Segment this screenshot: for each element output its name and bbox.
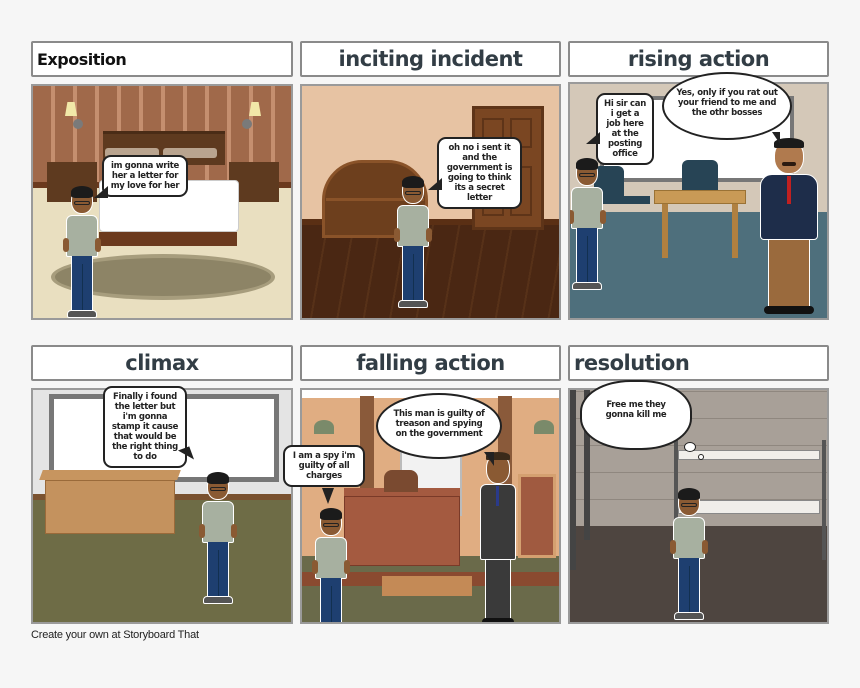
character-boy: [199, 472, 237, 604]
bench-top: [344, 488, 460, 496]
table-leg: [732, 204, 738, 258]
table-leg: [662, 204, 668, 258]
table: [654, 190, 746, 204]
character-boy: [394, 176, 432, 308]
speech-bubble: I am a spy i'm guilty of all charges: [283, 445, 365, 487]
bunk-top: [678, 450, 820, 460]
panel-title: Exposition: [31, 41, 293, 77]
scene-bedroom: [31, 84, 293, 320]
speech-bubble-oval: Yes, only if you rat out your friend to …: [662, 72, 792, 140]
desk: [45, 480, 175, 534]
panel-title: inciting incident: [300, 41, 561, 77]
scene-room: [300, 84, 561, 320]
bubble-tail: [428, 178, 442, 190]
panel-title: climax: [31, 345, 293, 381]
lamp-icon: [249, 102, 261, 116]
judge-bench: [344, 496, 460, 566]
character-boss: [758, 138, 820, 316]
speech-bubble: Hi sir can i get a job here at the posti…: [596, 93, 654, 165]
storyboard-that-link[interactable]: Create your own at Storyboard That: [31, 629, 199, 641]
bubble-tail: [484, 452, 494, 466]
character-boy: [670, 488, 708, 620]
baseboard: [302, 219, 559, 225]
ceiling-lamp-icon: [314, 420, 334, 434]
panel-title: rising action: [568, 41, 829, 77]
lamp-base: [242, 119, 252, 129]
bubble-tail: [322, 488, 334, 504]
chair-seat: [594, 196, 650, 204]
character-lawyer: [478, 452, 518, 622]
pillow: [105, 148, 159, 158]
character-boy: [312, 508, 350, 622]
door: [518, 474, 556, 558]
lamp-base: [73, 119, 83, 129]
desk-top: [39, 470, 181, 480]
thought-dot: [684, 442, 696, 452]
cell-bar: [570, 390, 576, 570]
speech-bubble: Finally i found the letter but i'm gonna…: [103, 386, 187, 468]
bed-frame: [99, 232, 237, 246]
thought-bubble: Free me they gonna kill me: [580, 380, 692, 450]
bubble-tail: [94, 186, 108, 198]
chair: [682, 160, 718, 190]
judge-chair: [384, 470, 418, 492]
thought-dot: [698, 454, 704, 460]
bed-post: [822, 440, 826, 560]
character-boy: [570, 158, 606, 290]
shelf: [326, 198, 424, 201]
ceiling-lamp-icon: [534, 420, 554, 434]
lamp-icon: [65, 102, 77, 116]
character-boy: [63, 186, 101, 318]
bed-post: [674, 440, 678, 540]
panel-title: falling action: [300, 345, 561, 381]
wood-floor: [382, 576, 472, 596]
speech-bubble: im gonna write her a letter for my love …: [102, 155, 188, 197]
pillow: [163, 148, 217, 158]
cell-bar: [584, 390, 590, 540]
speech-bubble-oval: This man is guilty of treason and spying…: [376, 393, 502, 459]
bubble-tail: [772, 132, 780, 144]
bubble-tail: [586, 132, 600, 144]
speech-bubble: oh no i sent it and the government is go…: [437, 137, 522, 209]
panel-title: resolution: [568, 345, 829, 381]
